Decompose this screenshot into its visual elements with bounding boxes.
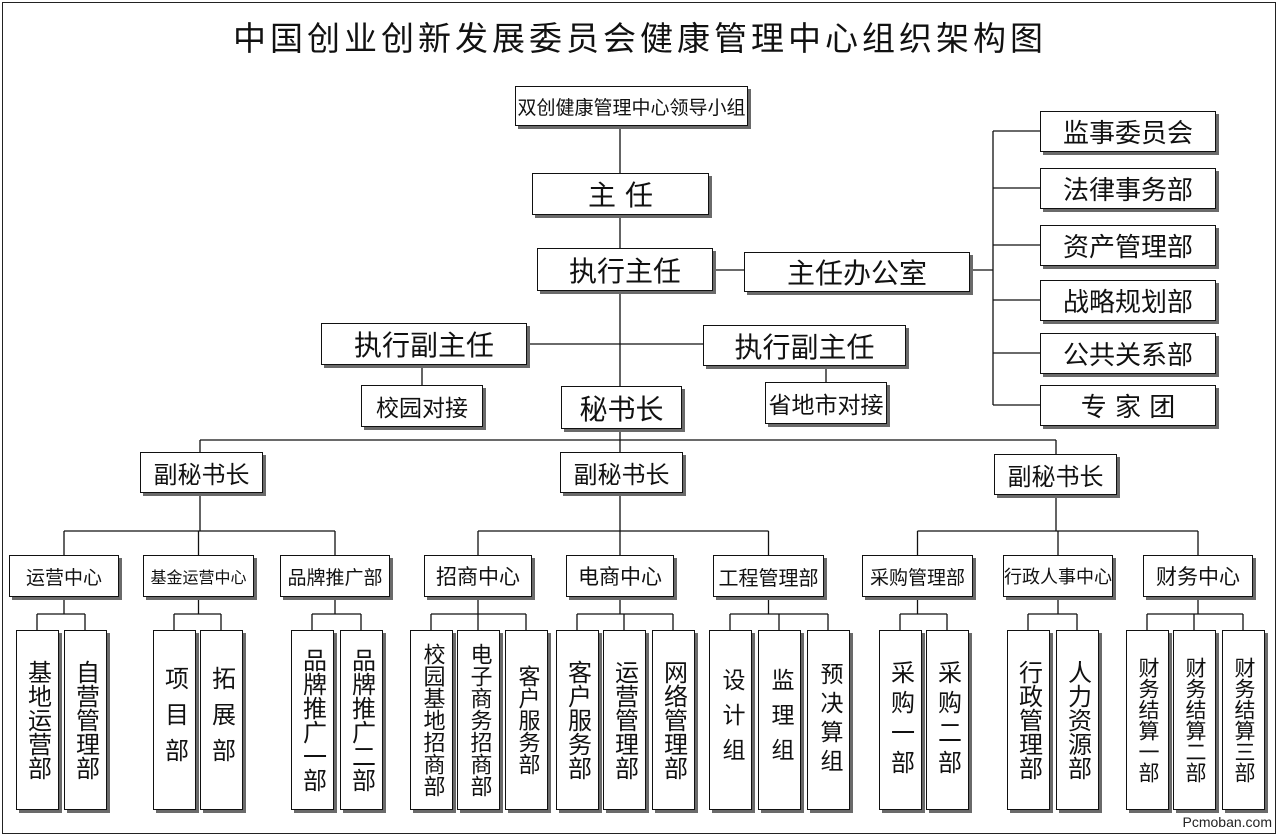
sub-department-box: 财务结算二部 [1173,630,1216,810]
provincial-liaison-box: 省地市对接 [765,382,887,424]
sub-department-label: 财务结算一部 [1136,657,1160,783]
sub-department-box: 运营管理部 [603,630,646,810]
sub-department-box: 客户服务部 [556,630,599,810]
sub-department-box: 采购二部 [926,630,969,810]
exec-deputy-right-box: 执行副主任 [703,325,906,366]
diagram-title: 中国创业创新发展委员会健康管理中心组织架构图 [233,19,1047,58]
sub-department-label: 品牌推广二部 [347,648,376,792]
leading-group-box: 双创健康管理中心领导小组 [515,86,748,126]
sub-department-box: 监理组 [758,630,801,810]
sub-department-box: 自营管理部 [64,630,107,810]
deputy-secretary-box: 副秘书长 [994,454,1117,495]
sub-department-box: 行政管理部 [1007,630,1050,810]
sub-department-label: 财务结算三部 [1232,657,1256,783]
sub-department-label: 设计组 [718,667,744,773]
sub-department-box: 基地运营部 [16,630,59,810]
sub-department-label: 财务结算二部 [1183,657,1207,783]
center-box: 行政人事中心 [1003,555,1113,597]
office-unit-box: 资产管理部 [1040,225,1216,266]
sub-department-label: 项目部 [160,666,189,774]
sub-department-box: 电子商务招商部 [457,630,500,810]
sub-department-box: 客户服务部 [505,630,548,810]
office-unit-box: 法律事务部 [1040,168,1216,209]
secretary-general-box: 秘书长 [561,386,682,429]
exec-deputy-left-box: 执行副主任 [321,323,527,365]
office-unit-box: 战略规划部 [1040,280,1216,321]
sub-department-label: 拓展部 [207,666,236,774]
watermark: Pcmoban.com [1182,814,1272,830]
sub-department-label: 预决算组 [816,662,842,778]
campus-liaison-box: 校园对接 [361,385,483,427]
sub-department-box: 网络管理部 [652,630,695,810]
sub-department-label: 采购二部 [933,660,962,780]
sub-department-label: 电子商务招商部 [466,643,492,797]
office-unit-box: 公共关系部 [1040,333,1216,374]
sub-department-label: 采购一部 [886,660,915,780]
sub-department-label: 品牌推广一部 [298,648,327,792]
sub-department-label: 运营管理部 [610,660,639,780]
director-office-box: 主任办公室 [744,252,970,292]
sub-department-box: 品牌推广二部 [340,630,383,810]
deputy-secretary-box: 副秘书长 [560,452,683,493]
office-unit-box: 监事委员会 [1040,111,1216,152]
sub-department-box: 品牌推广一部 [291,630,334,810]
sub-department-box: 设计组 [709,630,752,810]
sub-department-box: 项目部 [153,630,196,810]
director-box: 主 任 [532,173,709,215]
sub-department-label: 网络管理部 [659,660,688,780]
sub-department-box: 校园基地招商部 [410,630,453,810]
center-box: 采购管理部 [862,555,973,597]
sub-department-box: 财务结算一部 [1126,630,1169,810]
sub-department-box: 采购一部 [879,630,922,810]
center-box: 基金运营中心 [143,555,254,597]
center-box: 运营中心 [9,555,119,597]
sub-department-box: 人力资源部 [1056,630,1099,810]
center-box: 财务中心 [1143,555,1253,597]
center-box: 招商中心 [424,555,532,597]
sub-department-label: 校园基地招商部 [419,643,445,797]
sub-department-label: 监理组 [767,667,793,773]
sub-department-label: 行政管理部 [1014,660,1043,780]
sub-department-label: 客户服务部 [563,660,592,780]
sub-department-label: 基地运营部 [23,660,52,780]
sub-department-label: 客户服务部 [514,665,540,775]
center-box: 电商中心 [566,555,674,597]
center-box: 工程管理部 [713,555,824,597]
exec-director-box: 执行主任 [537,248,713,291]
sub-department-box: 预决算组 [807,630,850,810]
sub-department-label: 自营管理部 [71,660,100,780]
sub-department-label: 人力资源部 [1063,660,1092,780]
office-unit-box: 专 家 团 [1040,385,1216,426]
sub-department-box: 拓展部 [200,630,243,810]
sub-department-box: 财务结算三部 [1222,630,1265,810]
center-box: 品牌推广部 [280,555,390,597]
deputy-secretary-box: 副秘书长 [140,452,263,493]
